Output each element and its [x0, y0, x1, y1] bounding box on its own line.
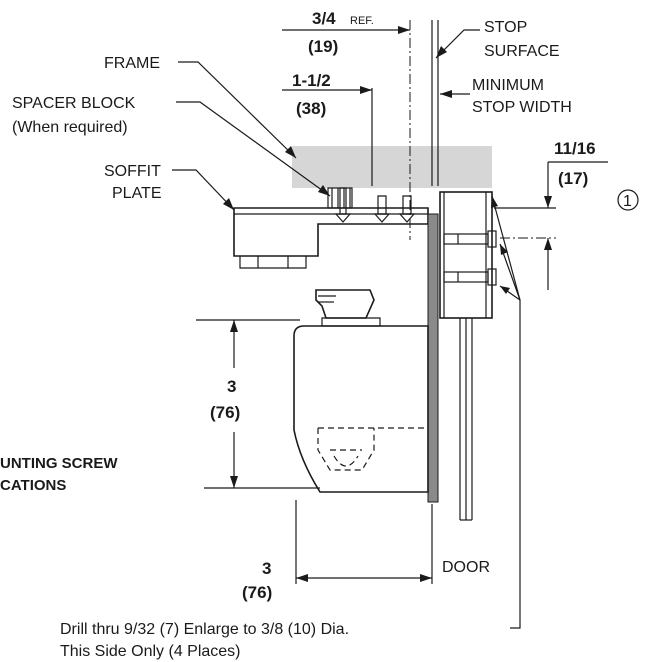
- door-panel: [427, 213, 439, 503]
- label-76h-mm: (76): [242, 583, 272, 602]
- label-note-1: Drill thru 9/32 (7) Enlarge to 3/8 (10) …: [60, 621, 349, 638]
- bracket-rods: [459, 318, 473, 521]
- label-ref-word: REF.: [350, 15, 374, 27]
- callout-circle: [617, 189, 639, 211]
- label-note-2: This Side Only (4 Places): [60, 643, 241, 660]
- label-stop-surface-1: STOP: [484, 19, 527, 36]
- stop-surface-leader: [435, 29, 480, 59]
- label-door: DOOR: [442, 559, 490, 576]
- drill-note-leader-3: [491, 195, 521, 301]
- label-76h-in: 3: [262, 559, 271, 578]
- soffit-plate: [233, 207, 429, 257]
- label-76v-in: 3: [227, 377, 236, 396]
- label-38-mm: (38): [296, 99, 326, 118]
- label-mount-1: UNTING SCREW: [0, 455, 118, 472]
- label-mount-2: CATIONS: [0, 477, 66, 494]
- label-38-in: 1-1/2: [292, 71, 331, 90]
- label-76v-mm: (76): [210, 403, 240, 422]
- label-min-stop-2: STOP WIDTH: [472, 99, 572, 116]
- label-soffit-1: SOFFIT: [104, 163, 161, 180]
- label-callout-num: 1: [623, 193, 632, 210]
- label-ref-dim: 3/4: [312, 9, 336, 28]
- label-spacer-1: SPACER BLOCK: [12, 95, 136, 112]
- drill-note-leader: [499, 285, 521, 629]
- soffit-leader: [172, 169, 235, 211]
- label-ref-mm: (19): [308, 37, 338, 56]
- label-min-stop-1: MINIMUM: [472, 77, 544, 94]
- spacer-leader: [176, 101, 331, 197]
- label-stop-surface-2: SURFACE: [484, 43, 560, 60]
- soffit-nut: [239, 256, 307, 269]
- label-soffit-2: PLATE: [112, 185, 162, 202]
- frame-leader: [178, 61, 297, 159]
- closer-body: [293, 325, 429, 493]
- arm-bracket: [439, 191, 493, 319]
- label-17-in: 11/16: [554, 139, 596, 158]
- frame-screws: [334, 187, 416, 223]
- label-17-mm: (17): [558, 169, 588, 188]
- label-spacer-2: (When required): [12, 119, 128, 136]
- frame-block: [292, 146, 492, 188]
- closer-mount: [321, 317, 381, 327]
- bracket-bolts: [443, 230, 497, 286]
- closer-hidden-lines: [317, 427, 428, 471]
- label-frame: FRAME: [104, 55, 160, 72]
- closer-pinion: [315, 289, 375, 319]
